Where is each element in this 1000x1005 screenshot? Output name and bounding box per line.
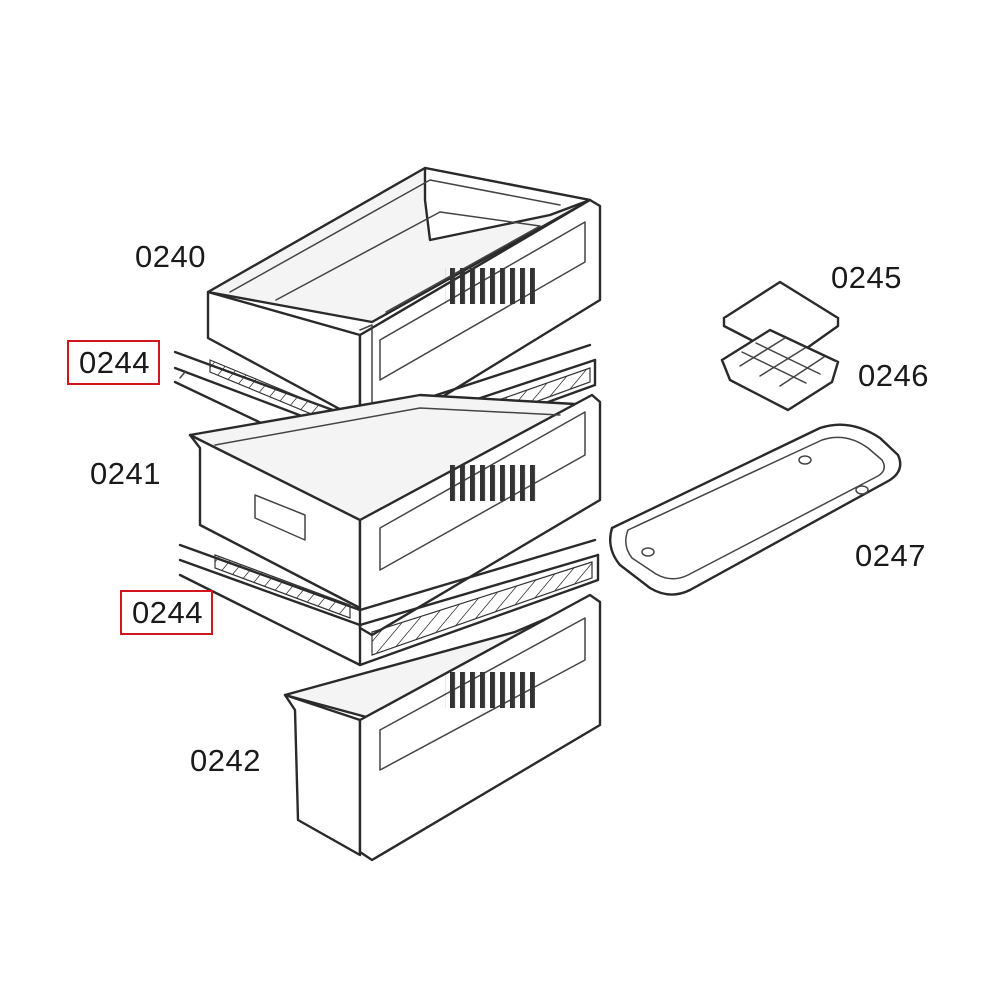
label-0241: 0241: [90, 456, 161, 491]
ice-cube-tray: [720, 328, 840, 412]
label-0240: 0240: [135, 239, 206, 274]
label-0244-lower-highlighted: 0244: [120, 590, 213, 635]
drawer-0240: [206, 166, 602, 442]
label-0244-upper-highlighted: 0244: [67, 340, 160, 385]
label-0245: 0245: [831, 260, 902, 295]
label-0246: 0246: [858, 358, 929, 393]
label-0242: 0242: [190, 743, 261, 778]
drip-tray: [609, 423, 902, 596]
drawer-0241: [188, 393, 602, 637]
drawer-0242: [283, 593, 602, 862]
label-0247: 0247: [855, 538, 926, 573]
